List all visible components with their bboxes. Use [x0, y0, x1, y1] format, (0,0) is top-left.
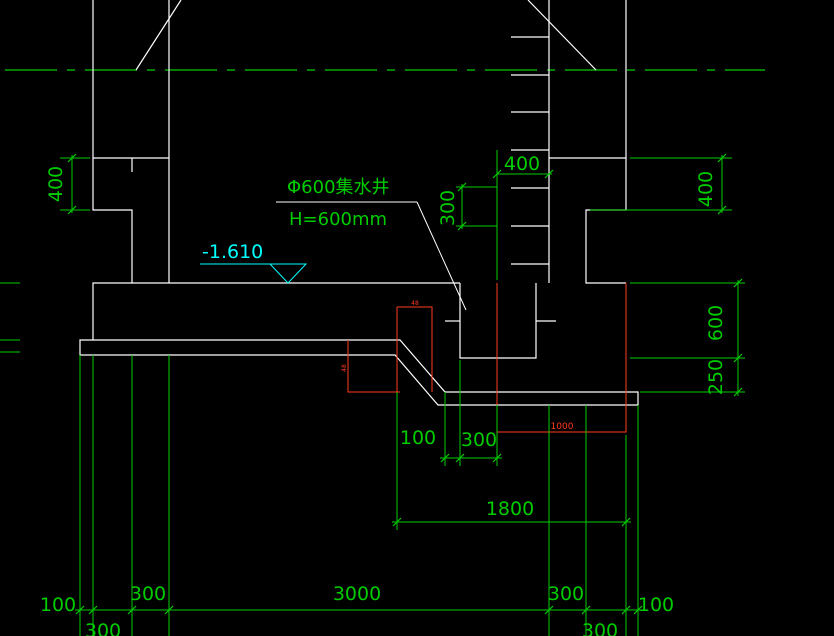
dim-300-mid: 300 [461, 429, 497, 451]
dim-300-bottom-row-left: 300 [85, 620, 121, 636]
dimension-ticks [67, 153, 743, 615]
right-hatch-diagonal [527, 0, 597, 71]
sump-leader-line [416, 201, 467, 311]
left-hatch-diagonal [135, 0, 182, 71]
sump-title: Φ600集水井 [287, 177, 390, 198]
dim-400-left: 400 [45, 166, 67, 202]
elevation-marker: -1.610 [200, 241, 308, 284]
dim-1800: 1800 [486, 498, 534, 520]
red-line [496, 283, 627, 433]
dim-300-bottom-row-right: 300 [582, 620, 618, 636]
dimension-texts: 400 400 400 300 600 250 100 300 1800 100… [40, 153, 727, 636]
left-wall-step [92, 158, 133, 340]
red-line [347, 340, 400, 393]
dim-400-top: 400 [504, 153, 540, 175]
red-dim-bottom: 1000 [551, 422, 574, 432]
red-revision-lines [347, 283, 627, 433]
dim-600: 600 [705, 305, 727, 341]
dim-3000: 3000 [333, 583, 381, 605]
red-line [397, 306, 433, 392]
dim-300-sump: 300 [437, 190, 459, 226]
dim-400-right: 400 [695, 171, 717, 207]
dim-250: 250 [705, 359, 727, 395]
elevation-triangle-icon [268, 263, 308, 284]
red-dim-side: 48 [341, 364, 348, 372]
dim-300-bottom-right: 300 [548, 583, 584, 605]
red-dim-top: 48 [411, 300, 419, 307]
elevation-label: -1.610 [202, 241, 263, 263]
dim-100-mid: 100 [400, 427, 436, 449]
dim-100-bottom-right: 100 [638, 594, 674, 616]
dim-300-bottom-left: 300 [130, 583, 166, 605]
left-edge-ticks [0, 282, 20, 353]
dim-100-bottom-left: 100 [40, 594, 76, 616]
sump-annotation: Φ600集水井 H=600mm [276, 177, 467, 311]
sump-depth: H=600mm [289, 209, 387, 230]
